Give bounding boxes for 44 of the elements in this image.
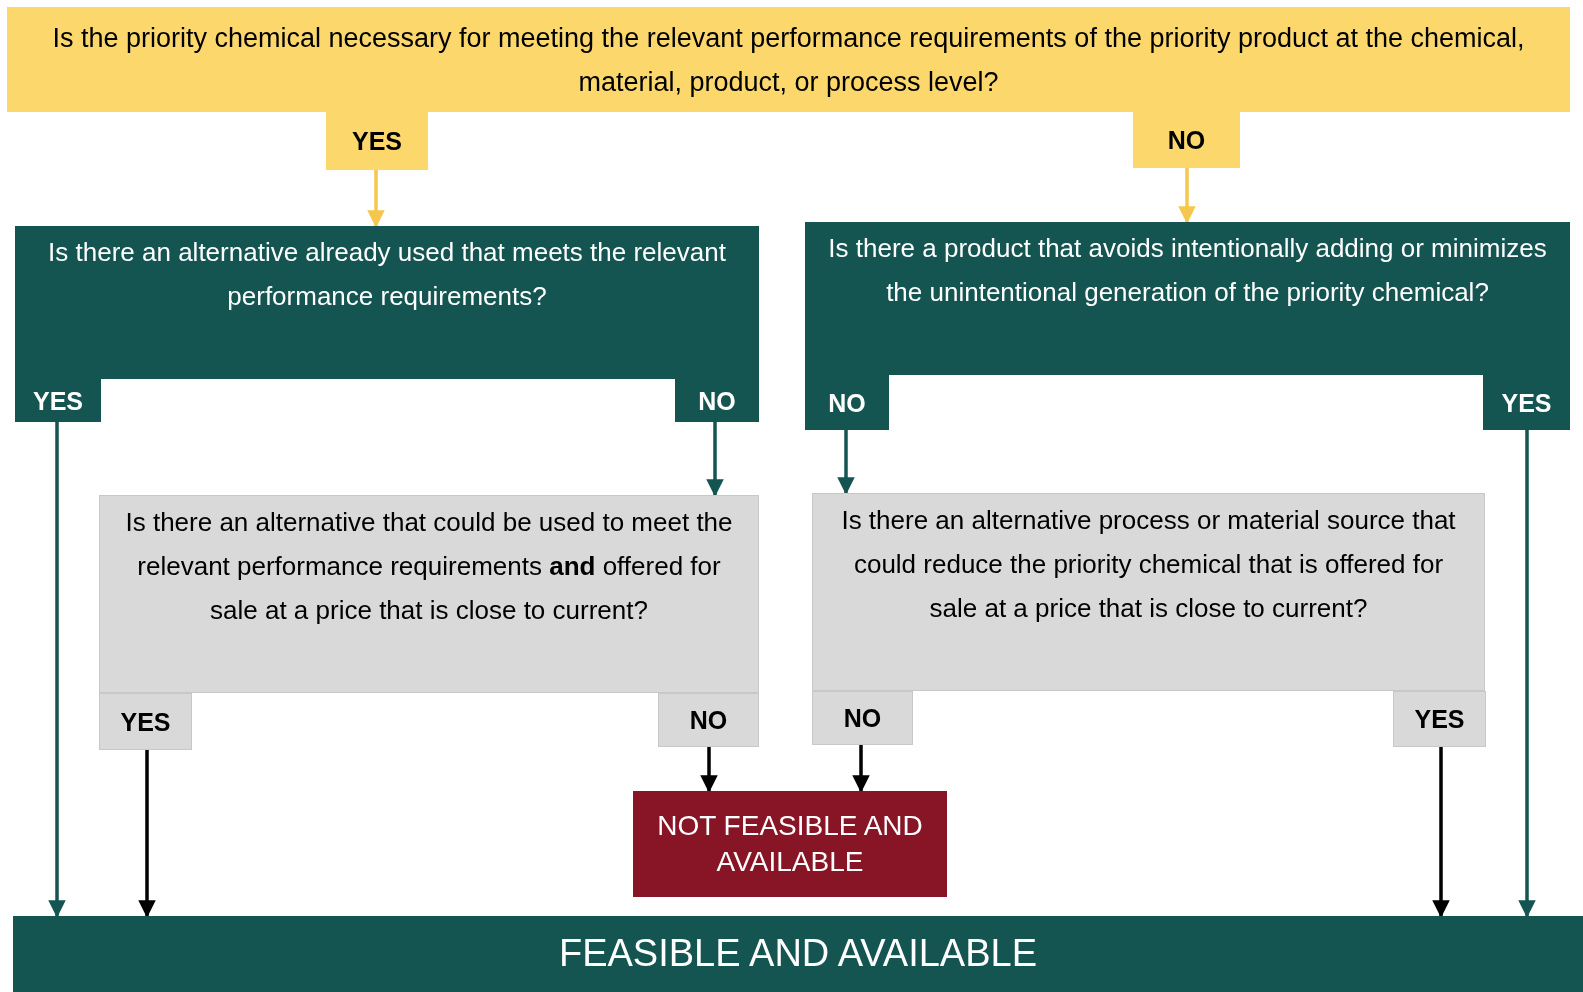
arrow <box>48 422 66 918</box>
result-text: NOT FEASIBLE AND AVAILABLE <box>656 808 924 879</box>
result-box <box>633 791 947 897</box>
question-text: Is there an alternative already used that meets the relevant performance requirements? <box>47 236 727 313</box>
question-box <box>15 226 759 379</box>
arrow <box>837 430 855 495</box>
answer-tab <box>675 379 759 422</box>
question-text: Is there an alternative process or material source that could reduce the priority chemical that is offered for sale at a price that is close to current? <box>840 504 1457 625</box>
arrow <box>1432 747 1450 918</box>
question-text: Is there a product that avoids intentionally adding or minimizes the unintentional generation of the priority chemical? <box>827 232 1548 309</box>
arrow <box>1518 430 1536 918</box>
answer-label: NO <box>828 387 866 418</box>
question-box <box>805 222 1570 375</box>
answer-tab <box>15 379 101 422</box>
answer-label: YES <box>33 385 83 416</box>
answer-label: YES <box>1414 704 1465 734</box>
question-text: Is the priority chemical necessary for meeting the relevant performance requirements of the priority product at the chemical, material, product, or process level? <box>51 21 1526 99</box>
question-box <box>7 7 1570 112</box>
arrow <box>1178 168 1196 224</box>
arrow <box>138 750 156 918</box>
answer-label: NO <box>843 703 882 733</box>
answer-label: NO <box>698 385 736 416</box>
answer-label: YES <box>352 126 402 156</box>
answer-tab <box>99 693 192 750</box>
arrow <box>852 745 870 793</box>
answer-tab <box>658 693 759 747</box>
result-banner <box>13 916 1583 992</box>
result-text: FEASIBLE AND AVAILABLE <box>558 931 1037 977</box>
arrow <box>706 422 724 497</box>
answer-tab <box>1483 375 1570 430</box>
answer-tab <box>1393 691 1486 747</box>
question-text: Is there an alternative that could be used to meet the relevant performance requirements and offered for sale at a price that is close to current? <box>124 506 734 627</box>
question-box <box>812 493 1485 691</box>
question-box <box>99 495 759 693</box>
answer-label: YES <box>120 706 171 737</box>
arrow <box>700 747 718 793</box>
answer-tab <box>812 691 913 745</box>
answer-label: YES <box>1501 387 1552 418</box>
answer-label: NO <box>1167 125 1206 155</box>
answer-tab <box>805 375 889 430</box>
answer-label: NO <box>689 705 728 735</box>
arrow <box>367 170 385 228</box>
answer-tab <box>326 112 428 170</box>
answer-tab <box>1133 112 1240 168</box>
